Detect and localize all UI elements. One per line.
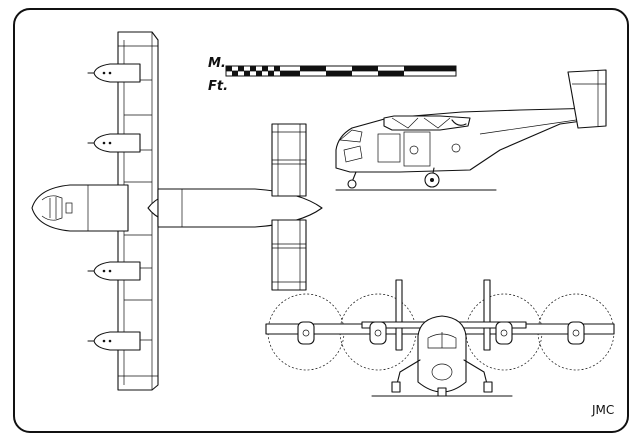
side-fin xyxy=(567,69,607,129)
plan-view xyxy=(31,31,323,391)
scale-segment xyxy=(352,66,378,71)
scale-segment xyxy=(378,71,404,76)
scale-bar-imperial-ticks xyxy=(226,70,456,76)
side-view xyxy=(335,69,607,191)
scale-bar-metric-ticks xyxy=(226,66,456,71)
scale-segment xyxy=(300,66,326,71)
scale-segment xyxy=(256,71,262,76)
scale-segment xyxy=(280,71,300,76)
scale-segment xyxy=(238,66,244,71)
scale-segment xyxy=(268,71,274,76)
plan-fuselage-nose xyxy=(31,184,129,232)
scale-segment xyxy=(244,71,250,76)
front-engines xyxy=(297,321,585,345)
scale-segment xyxy=(326,71,352,76)
plan-engine-1 xyxy=(87,63,141,83)
front-landing-gear xyxy=(391,359,493,397)
plan-tailplane-lower xyxy=(271,219,307,291)
plan-wing xyxy=(117,31,159,391)
scale-segment xyxy=(226,66,232,71)
front-fuselage xyxy=(417,315,467,393)
scale-label-metric: M. xyxy=(208,56,226,71)
front-fins xyxy=(395,279,491,351)
scale-segment xyxy=(430,66,456,71)
scale-segment xyxy=(262,66,268,71)
scale-segment xyxy=(404,66,430,71)
scale-label-imperial: Ft. xyxy=(208,79,228,94)
side-landing-gear xyxy=(347,167,440,189)
front-view xyxy=(265,279,615,397)
plan-engine-2 xyxy=(87,133,141,153)
artist-signature: JMC xyxy=(591,403,614,417)
scale-bar: M. Ft. xyxy=(208,56,457,94)
scale-segment xyxy=(274,66,280,71)
scale-segment xyxy=(250,66,256,71)
scale-segment xyxy=(232,71,238,76)
plan-tailplane-upper xyxy=(271,123,307,197)
plan-engine-4 xyxy=(87,331,141,351)
plan-engine-3 xyxy=(87,261,141,281)
side-wing-engine xyxy=(383,115,471,131)
